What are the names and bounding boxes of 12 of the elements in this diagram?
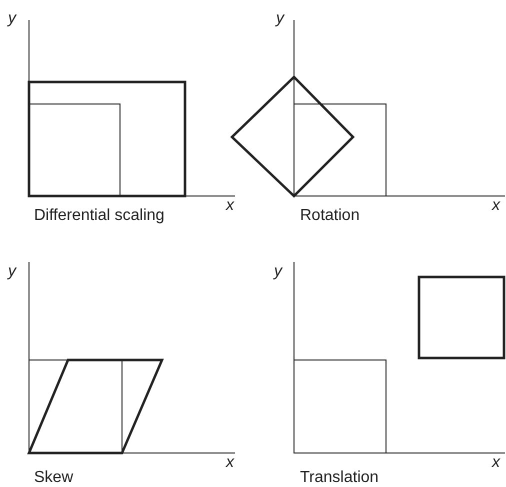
caption: Skew	[34, 469, 74, 487]
axis-label: x	[226, 454, 234, 472]
axis-label: y	[8, 10, 16, 28]
caption: Rotation	[300, 207, 360, 225]
axis-label: y	[274, 263, 282, 281]
axis-label: y	[276, 10, 284, 28]
axis-label: y	[8, 263, 16, 281]
caption: Translation	[300, 469, 379, 487]
axis-label: x	[226, 197, 234, 215]
axis-label: x	[492, 197, 500, 215]
axis-label: x	[492, 454, 500, 472]
caption: Differential scaling	[34, 207, 164, 225]
